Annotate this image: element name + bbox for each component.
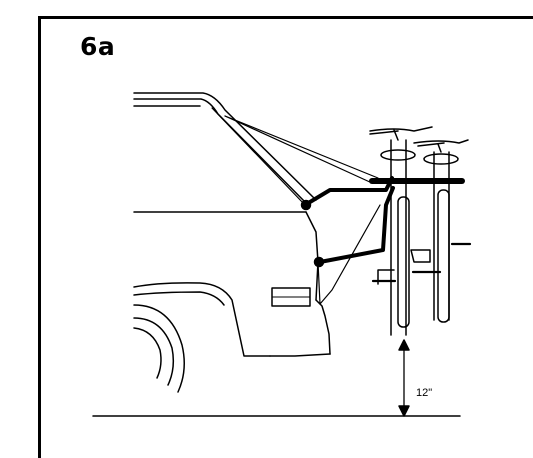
- rack-straps: [211, 107, 381, 305]
- step-label: 6a: [80, 32, 116, 61]
- bike-rear: [410, 139, 472, 323]
- rack-upper-pivot: [300, 199, 312, 211]
- car-wheel-arch: [133, 282, 271, 357]
- clearance-label: 12": [416, 387, 432, 399]
- car-rear-tire: [133, 304, 185, 393]
- clearance-arrow: [398, 339, 410, 417]
- tail-light: [271, 287, 311, 307]
- bike-rack-frame: [303, 176, 465, 264]
- rack-lower-pivot: [313, 256, 325, 268]
- bike-front: [369, 126, 433, 336]
- figure-frame: [38, 16, 533, 458]
